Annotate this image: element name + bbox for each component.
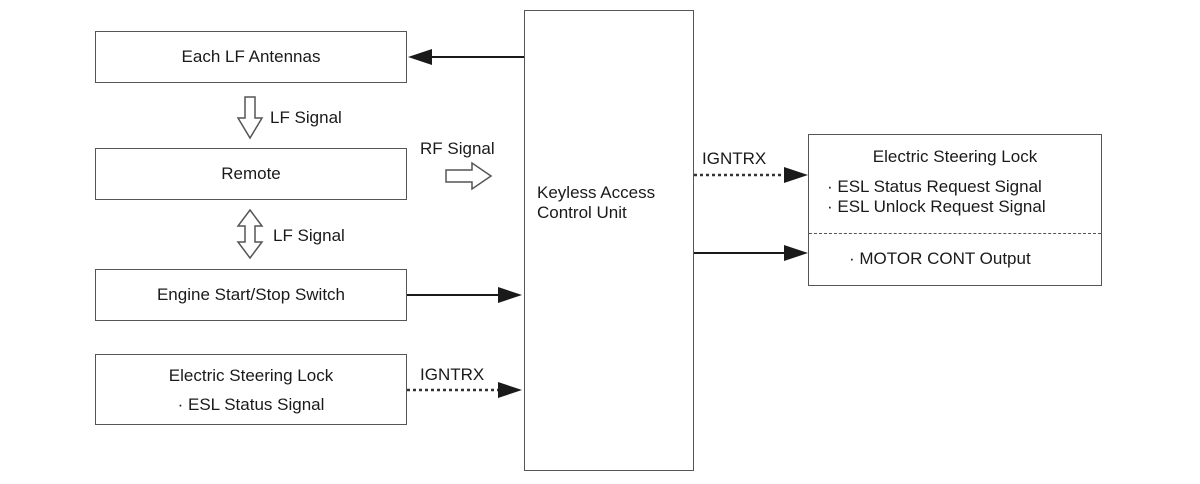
hollow-down-arrow — [236, 96, 264, 140]
esl-left-box: Electric Steering Lock · ESL Status Sign… — [95, 354, 407, 425]
kacu-label-line1: Keyless Access — [537, 183, 656, 202]
remote-label: Remote — [221, 164, 281, 183]
engine-switch-box: Engine Start/Stop Switch — [95, 269, 407, 321]
arrow-kacu-to-motor-cont — [694, 245, 808, 261]
esl-left-item: · ESL Status Signal — [177, 395, 325, 414]
igntrx-left-label: IGNTRX — [420, 365, 485, 384]
keyless-access-control-unit-box: Keyless Access Control Unit — [524, 10, 694, 471]
arrow-esl-to-kacu-dotted — [407, 382, 522, 398]
hollow-right-arrow — [445, 161, 493, 191]
igntrx-right-label: IGNTRX — [702, 149, 767, 168]
lf-signal-label-2: LF Signal — [273, 226, 345, 245]
hollow-double-arrow — [236, 208, 264, 260]
esl-right-box: Electric Steering Lock · ESL Status Requ… — [808, 134, 1102, 286]
esl-right-item-status-request: · ESL Status Request Signal — [827, 177, 1042, 196]
arrow-to-lf-antennas — [408, 49, 524, 65]
engine-switch-label: Engine Start/Stop Switch — [156, 285, 346, 304]
arrow-kacu-to-esl-dotted — [694, 167, 808, 183]
esl-right-title: Electric Steering Lock — [872, 147, 1038, 166]
esl-right-item-unlock-request: · ESL Unlock Request Signal — [827, 197, 1046, 216]
remote-box: Remote — [95, 148, 407, 200]
lf-signal-label-1: LF Signal — [270, 108, 342, 127]
lf-antennas-box: Each LF Antennas — [95, 31, 407, 83]
esl-left-title: Electric Steering Lock — [168, 366, 334, 385]
esl-right-item-motor-cont: · MOTOR CONT Output — [849, 249, 1031, 268]
esl-right-divider — [809, 233, 1101, 234]
rf-signal-label: RF Signal — [420, 139, 495, 158]
lf-antennas-label: Each LF Antennas — [181, 47, 321, 66]
arrow-engine-to-kacu — [407, 287, 522, 303]
kacu-label-line2: Control Unit — [537, 203, 627, 222]
